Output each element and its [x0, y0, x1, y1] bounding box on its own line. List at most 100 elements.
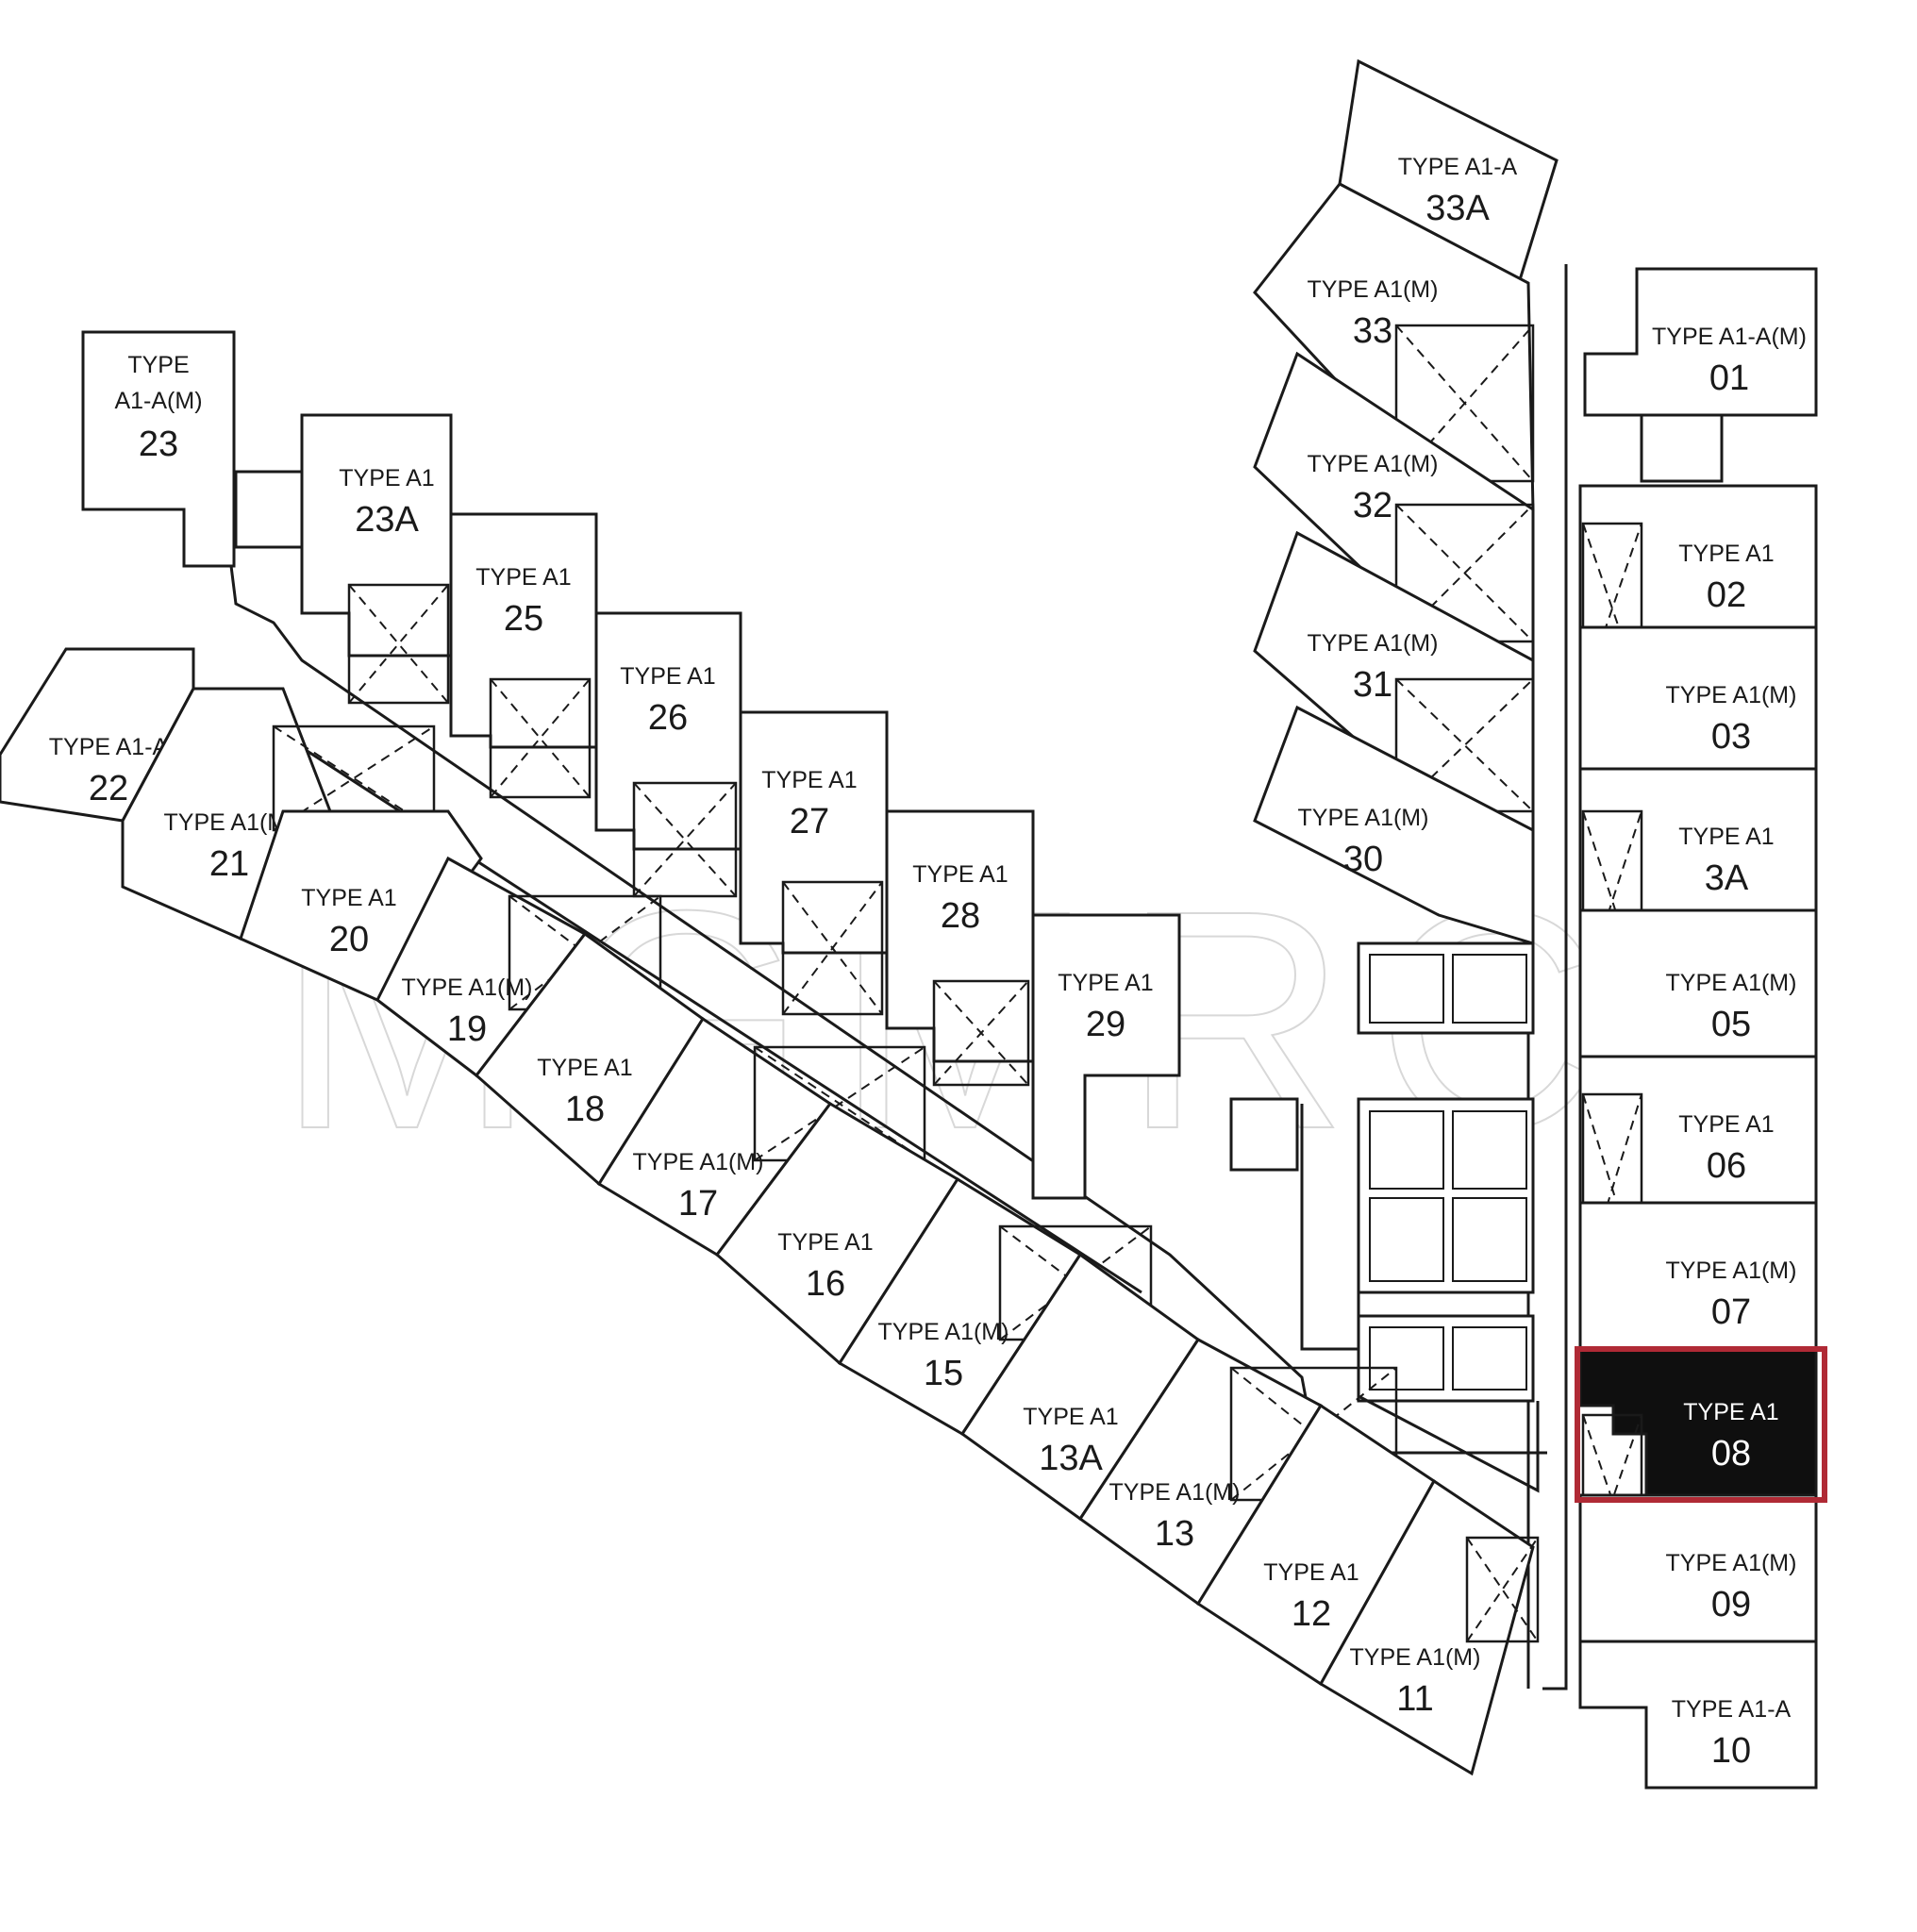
unit-outline[interactable]: [594, 611, 742, 851]
unit-03[interactable]: TYPE A1(M)03: [1578, 625, 1818, 771]
unit-number-label: 33: [1353, 311, 1392, 351]
void-cross-line: [933, 980, 1029, 1086]
unit-outline[interactable]: [1578, 1347, 1818, 1497]
unit-number-label: 02: [1707, 575, 1746, 615]
unit-09[interactable]: TYPE A1(M) 09: [1578, 1493, 1818, 1643]
unit-outline[interactable]: [1253, 705, 1535, 946]
unit-type-label: TYPE A1: [301, 885, 396, 911]
unit-number-label: 32: [1353, 486, 1392, 525]
unit-3a[interactable]: TYPE A1 3A: [1578, 767, 1818, 992]
unit-31[interactable]: TYPE A1(M) 31: [1253, 530, 1535, 832]
unit-30[interactable]: TYPE A1(M)30: [1253, 705, 1535, 946]
unit-type-label: TYPE A1: [912, 861, 1008, 888]
unit-outline[interactable]: [1578, 1640, 1818, 1790]
unit-type-label: TYPE A1(M): [1350, 1644, 1481, 1671]
unit-type-label: TYPE A1: [1678, 1111, 1774, 1138]
void-cross-line: [348, 584, 449, 704]
unit-07[interactable]: TYPE A1(M) 07: [1578, 1201, 1818, 1351]
void-cross-line: [1466, 1537, 1539, 1642]
unit-number-label: 30: [1343, 840, 1383, 879]
unit-type-label: TYPE A1-A: [1672, 1696, 1792, 1723]
unit-number-label: 21: [209, 844, 249, 884]
unit-number-label: 3A: [1705, 858, 1749, 898]
unit-33[interactable]: TYPE A1(M) 33: [1253, 182, 1535, 511]
void-cross-line: [1582, 523, 1642, 694]
void-cross-line: [633, 782, 737, 897]
void-box: [489, 677, 592, 799]
unit-number-label: 20: [329, 920, 369, 959]
unit-number-label: 17: [678, 1184, 718, 1224]
unit-type-label: TYPE A1: [1023, 1404, 1118, 1430]
unit-type-label-line2: A1-A(M): [114, 388, 202, 414]
unit-number-label: 23A: [355, 500, 419, 540]
unit-12[interactable]: TYPE A1 12: [1195, 1403, 1436, 1687]
unit-number-label: 01: [1709, 358, 1749, 398]
unit-number-label: 10: [1711, 1731, 1751, 1771]
unit-number-label: 28: [941, 896, 980, 936]
unit-number-label: 11: [1396, 1679, 1433, 1719]
unit-type-label: TYPE A1: [620, 663, 715, 690]
unit-number-label: 09: [1711, 1585, 1751, 1624]
unit-10[interactable]: TYPE A1-A 10: [1578, 1640, 1818, 1790]
void-cross-line: [1582, 1414, 1642, 1586]
void-cross-line: [754, 1046, 925, 1161]
unit-number-label: 22: [89, 769, 128, 808]
unit-outline[interactable]: [1031, 913, 1181, 1200]
unit-outline[interactable]: [81, 330, 236, 568]
void-cross-line: [782, 881, 883, 1015]
unit-outline[interactable]: [885, 809, 1035, 1063]
unit-number-label: 33A: [1425, 189, 1490, 228]
unit-type-label: TYPE A1(M): [878, 1319, 1009, 1345]
unit-outline[interactable]: [739, 710, 889, 955]
unit-type-label: TYPE A1: [537, 1055, 632, 1081]
unit-type-label: TYPE A1: [1683, 1399, 1778, 1425]
void-box: [932, 979, 1030, 1087]
void-cross-line: [633, 782, 737, 897]
unit-number-label: 23: [139, 425, 178, 464]
unit-outline[interactable]: [300, 413, 453, 658]
unit-outline[interactable]: [1583, 267, 1818, 417]
unit-type-label: TYPE A1: [1678, 541, 1774, 567]
unit-type-label: TYPE A1(M): [1666, 682, 1797, 708]
void-cross-line: [490, 678, 591, 798]
unit-01[interactable]: TYPE A1-A(M)01: [1583, 267, 1818, 417]
unit-type-label: TYPE A1(M): [1109, 1479, 1241, 1506]
unit-05[interactable]: TYPE A1(M)05: [1578, 908, 1818, 1058]
unit-number-label: 07: [1711, 1292, 1751, 1332]
unit-type-label: TYPE A1: [1263, 1559, 1359, 1586]
unit-type-label: TYPE A1(M): [164, 809, 295, 836]
unit-type-label: TYPE A1(M): [1308, 276, 1439, 303]
unit-type-label: TYPE A1: [777, 1229, 873, 1256]
unit-type-label: TYPE A1(M): [1666, 1257, 1797, 1284]
unit-11[interactable]: TYPE A1(M) 11: [1318, 1478, 1540, 1776]
void-box: [347, 583, 450, 705]
unit-number-label: 12: [1292, 1594, 1331, 1634]
unit-type-label: TYPE A1(M): [1308, 630, 1439, 657]
unit-outline[interactable]: [1318, 1478, 1535, 1776]
unit-number-label: 05: [1711, 1005, 1751, 1044]
unit-20[interactable]: TYPE A1 20: [239, 809, 483, 1002]
unit-number-label: 13: [1155, 1514, 1194, 1554]
unit-type-label: TYPE A1(M): [1666, 1550, 1797, 1576]
unit-number-label: 15: [924, 1354, 963, 1393]
unit-type-label: TYPE A1: [1678, 824, 1774, 850]
unit-number-label: 27: [790, 802, 829, 841]
unit-28[interactable]: TYPE A1 28: [885, 809, 1035, 1087]
void-box: [1465, 1536, 1540, 1643]
unit-number-label: 31: [1353, 665, 1392, 705]
unit-type-label: TYPE: [127, 352, 189, 378]
unit-23[interactable]: TYPE A1-A(M) 23: [81, 330, 236, 568]
unit-outline[interactable]: [449, 512, 598, 749]
